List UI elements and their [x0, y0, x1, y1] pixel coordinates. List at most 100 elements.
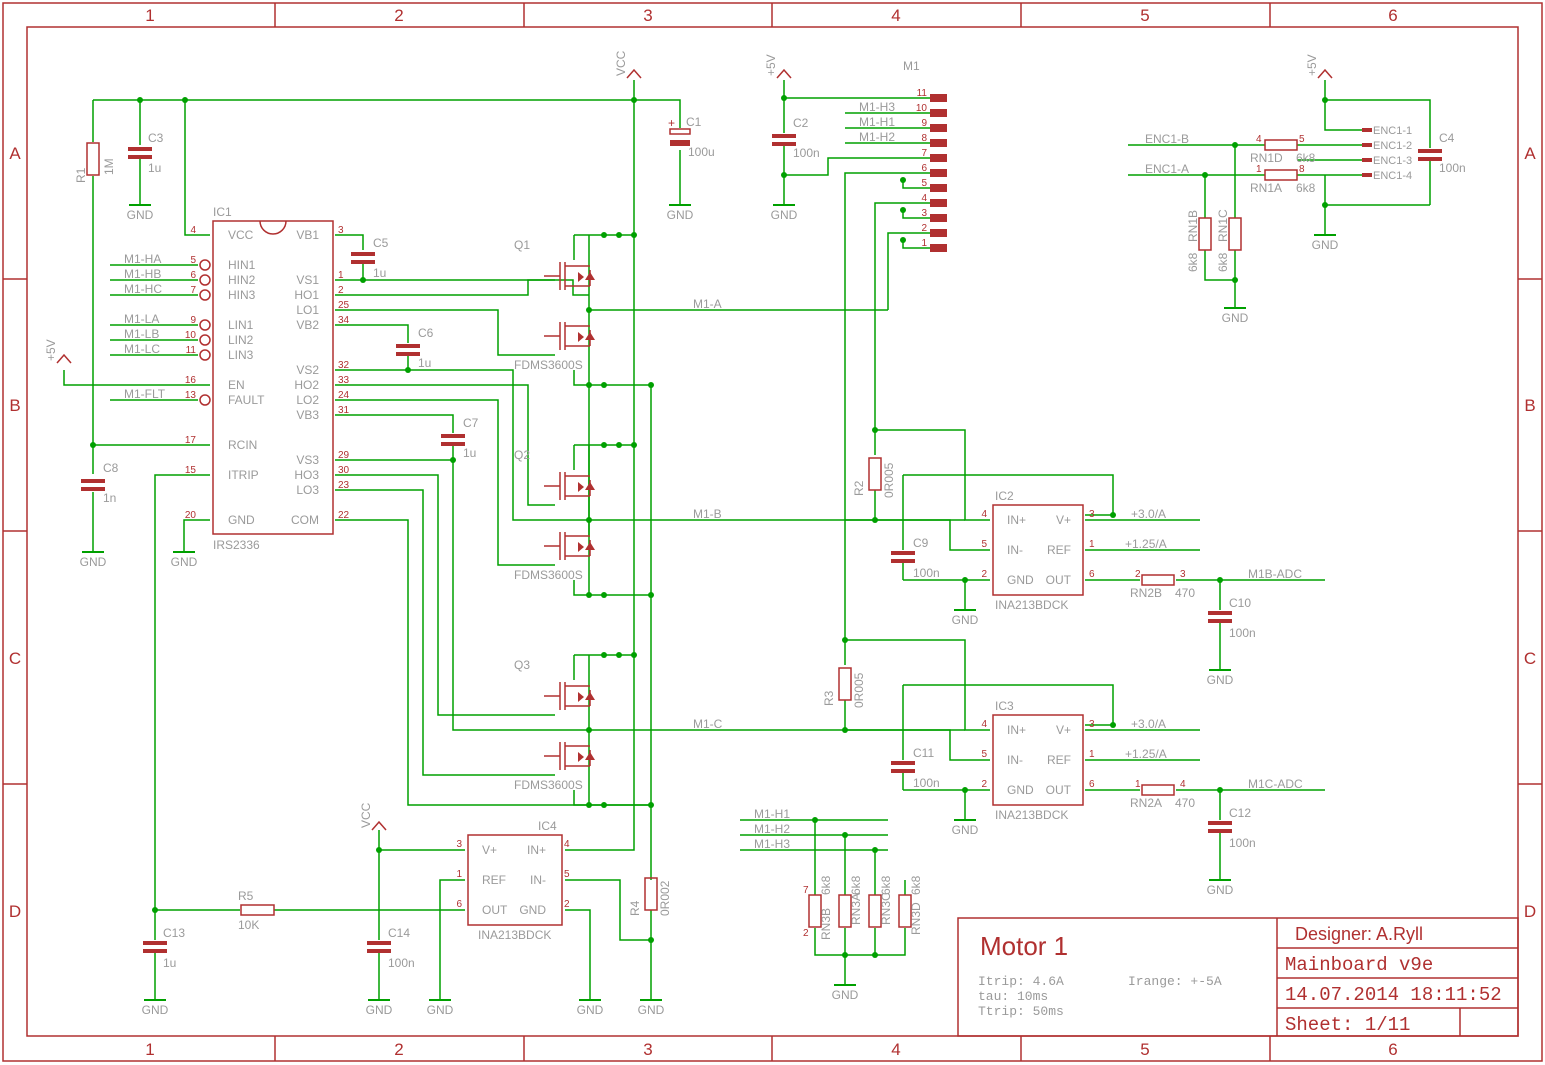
- ic3-pin-number: 1: [1089, 749, 1095, 760]
- ic1-pin-name: VB1: [296, 228, 319, 242]
- rn1d-pin: 5: [1299, 134, 1305, 145]
- rn3a-ref: RN3A: [849, 893, 863, 925]
- row-label-a-right: A: [1524, 144, 1536, 163]
- rn1b-value: 6k8: [1186, 252, 1200, 272]
- gnd-label: GND: [667, 208, 694, 222]
- c12-value: 100n: [1229, 836, 1256, 850]
- net-m1-h1: M1-H1: [754, 807, 790, 821]
- c6-value: 1u: [418, 356, 431, 370]
- ic1-pin-number: 16: [185, 375, 197, 386]
- rn1d-pin: 4: [1256, 134, 1262, 145]
- c14-plate-top: [367, 941, 391, 945]
- net-enc1-b: ENC1-B: [1145, 132, 1189, 146]
- c1-plate-positive: [669, 128, 691, 135]
- ic4-pin-number: 4: [564, 839, 570, 850]
- ic1-pin-inverting-bubble: [199, 394, 211, 406]
- mosfet-schottky: [585, 542, 595, 550]
- m1-pin-number: 7: [921, 148, 927, 159]
- ic4-pin-name: OUT: [482, 903, 508, 917]
- ic1-pin-inverting-bubble: [199, 319, 211, 331]
- rn3b-pin: 2: [803, 928, 809, 939]
- ic3-ina213: IC3 INA213BDCK: [992, 699, 1084, 822]
- c10-plate-top: [1208, 611, 1232, 615]
- c10-ref: C10: [1229, 596, 1251, 610]
- ic1-pin-name: LO3: [296, 483, 319, 497]
- gnd-label: GND: [1312, 238, 1339, 252]
- ic1-pin-name: GND: [228, 513, 255, 527]
- col-label-4-bottom: 4: [891, 1040, 900, 1059]
- m1-pin-number: 11: [917, 88, 928, 99]
- rn1c-value: 6k8: [1216, 252, 1230, 272]
- c13-value: 1u: [163, 956, 176, 970]
- p5v-arrow: [1317, 68, 1333, 79]
- rn1a-ref: RN1A: [1250, 181, 1282, 195]
- rn2a-value: 470: [1175, 796, 1195, 810]
- passives: R11MC31uC51uC61uC71uC81nC2100nC9100nC111…: [74, 115, 1466, 970]
- rn3d-ref: RN3D: [909, 902, 923, 935]
- r1-value: 1M: [102, 158, 116, 175]
- net-m1-h3-top: M1-H3: [859, 100, 895, 114]
- rn3a-body: [838, 894, 852, 928]
- net-m1-h3: M1-H3: [754, 837, 790, 851]
- m1-pin-number: 1: [921, 238, 927, 249]
- gnd-label: GND: [832, 988, 859, 1002]
- c11-plate-bottom: [891, 769, 915, 773]
- ic1-pin-name: VB3: [296, 408, 319, 422]
- c8-value: 1n: [103, 491, 116, 505]
- m1-pad: [930, 139, 947, 147]
- ic1-pin-number: 3: [338, 225, 344, 236]
- col-label-1-bottom: 1: [145, 1040, 154, 1059]
- p5v-arrow: [776, 68, 792, 79]
- c11-ref: C11: [913, 746, 934, 760]
- gnd-label: GND: [127, 208, 154, 222]
- rn1c-body: [1228, 217, 1242, 251]
- title-block: Motor 1 Itrip: 4.6A tau: 10ms Ttrip: 50m…: [957, 917, 1519, 1037]
- row-label-b: B: [9, 396, 20, 415]
- ic3-ref: IC3: [995, 699, 1014, 713]
- rn2b-value: 470: [1175, 586, 1195, 600]
- m1-pin-number: 8: [921, 133, 927, 144]
- ic2-pin-number: 1: [1089, 539, 1095, 550]
- ic1-pin-name: VS3: [296, 453, 319, 467]
- m1-pad: [930, 124, 947, 132]
- title-param-itrip: Itrip: 4.6A: [978, 974, 1064, 989]
- net-m1-lb: M1-LB: [124, 327, 159, 341]
- gnd-label: GND: [771, 208, 798, 222]
- ic4-ina213: IC4 INA213BDCK: [467, 819, 563, 942]
- rn3b-body: [808, 894, 822, 928]
- enc1-pin-2: ENC1-2: [1373, 140, 1412, 152]
- ic3-pin-number: 5: [981, 749, 987, 760]
- c13-plate-bottom: [143, 949, 167, 953]
- ic1-pin-number: 2: [338, 285, 344, 296]
- ic4-pin-number: 5: [564, 869, 570, 880]
- mosfet-schottky: [585, 272, 595, 280]
- c1-plate-negative: [670, 140, 690, 146]
- ic1-pin-number: 32: [338, 360, 350, 371]
- ic2-pin-number: 5: [981, 539, 987, 550]
- title-text: Motor 1: [980, 931, 1068, 961]
- ic3-pin-name: GND: [1007, 783, 1034, 797]
- enc1-pin-1: ENC1-1: [1373, 125, 1412, 137]
- net-m1-c: M1-C: [693, 717, 723, 731]
- ic3-pin-number: 2: [981, 779, 987, 790]
- gnd-label: GND: [952, 823, 979, 837]
- r5-value: 10K: [238, 918, 259, 932]
- rn1a-value: 6k8: [1296, 181, 1316, 195]
- title-irange: Irange: +-5A: [1128, 974, 1222, 989]
- p5v-arrow: [56, 353, 72, 364]
- rn3b-pin: 7: [803, 885, 809, 896]
- rn2a-pin: 1: [1135, 779, 1141, 790]
- ic3-pin-number: 6: [1089, 779, 1095, 790]
- c11-value: 100n: [913, 776, 940, 790]
- ic4-pin-name: GND: [519, 903, 546, 917]
- c11-plate-top: [891, 761, 915, 765]
- net-p30a-ic3: +3.0/A: [1131, 717, 1166, 731]
- ic4-pin-number: 2: [564, 899, 570, 910]
- rn3b-value: 6k8: [819, 875, 833, 895]
- ic2-pin-number: 3: [1089, 509, 1095, 520]
- ic1-pin-number: 13: [185, 390, 197, 401]
- gnd-label: GND: [1207, 883, 1234, 897]
